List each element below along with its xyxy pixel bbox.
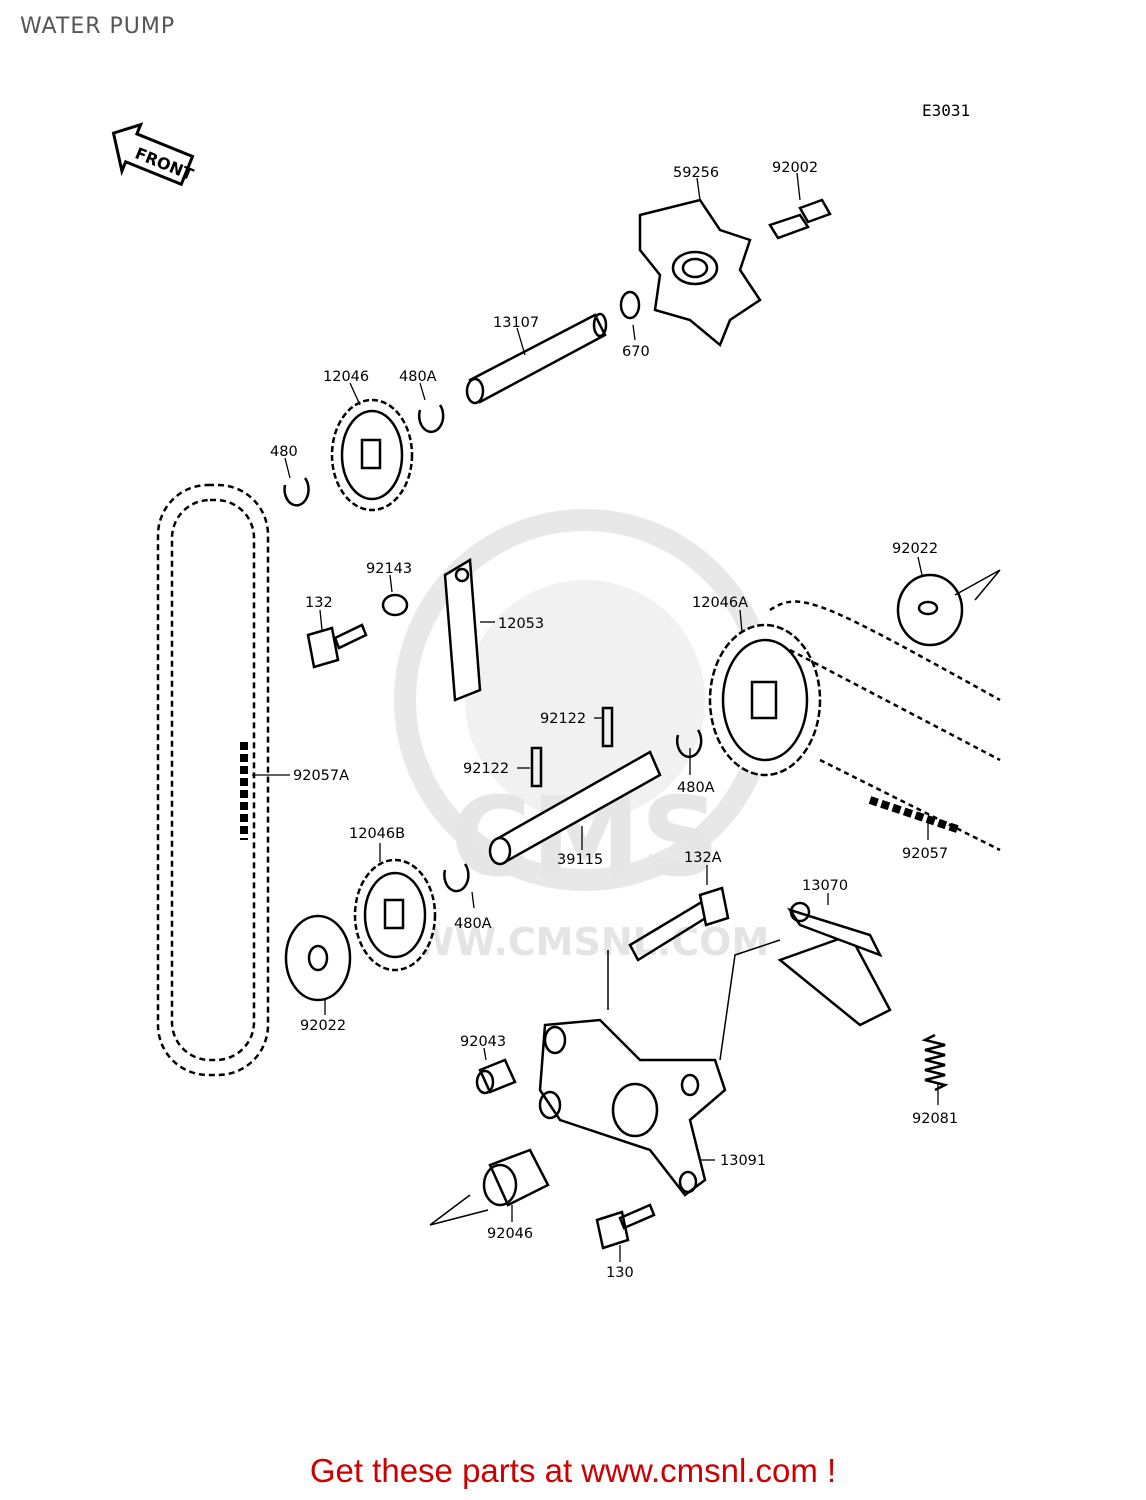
diagram-code: E3031: [922, 101, 970, 120]
part-label: 480A: [677, 780, 715, 796]
tensioner-icon: [777, 901, 892, 1027]
part-label: 59256: [673, 165, 719, 181]
circlip-icon: [675, 729, 703, 759]
part-label: 132A: [684, 850, 722, 866]
collar-icon: [475, 1058, 517, 1095]
bolt-icon: [628, 886, 730, 962]
sprocket-icon: [708, 623, 822, 777]
shaft-icon: [488, 750, 662, 866]
bolt-icon: [595, 1203, 656, 1250]
part-label: 130: [606, 1265, 634, 1281]
part-label: 13091: [720, 1153, 766, 1169]
washer-icon: [896, 573, 964, 647]
part-label: 13107: [493, 315, 539, 331]
part-label: 132: [305, 595, 333, 611]
bolt-icon: [306, 623, 368, 669]
part-label: 480A: [454, 916, 492, 932]
front-arrow-icon: FRONT: [111, 122, 196, 187]
chain-guide-icon: [443, 557, 482, 702]
part-label: 12053: [498, 616, 544, 632]
impeller-icon: [638, 198, 762, 348]
part-label: 480A: [399, 369, 437, 385]
part-label: 92122: [540, 711, 586, 727]
part-label: 670: [622, 344, 650, 360]
chain-loop-icon: [156, 483, 270, 1077]
parts-diagram: CMS WWW.CMSNL.COM E3031 FRONT: [111, 101, 1001, 1281]
shaft-icon: [465, 312, 608, 405]
chain-link-icon: [868, 796, 962, 834]
part-label: 92046: [487, 1226, 533, 1242]
tensioner-arm-icon: [538, 1018, 727, 1197]
part-label: 12046: [323, 369, 369, 385]
part-label: 39115: [557, 852, 603, 868]
footer-link[interactable]: Get these parts at www.cmsnl.com !: [309, 1452, 837, 1489]
circlip-icon: [443, 863, 470, 893]
part-label: 12046A: [692, 595, 748, 611]
circlip-icon: [283, 477, 310, 507]
bolt-icon: [768, 198, 832, 240]
part-label: 92022: [892, 541, 938, 557]
pin-icon: [530, 746, 543, 788]
part-label: 13070: [802, 878, 848, 894]
sprocket-icon: [353, 858, 437, 972]
part-label: 92043: [460, 1034, 506, 1050]
part-label: 92081: [912, 1111, 958, 1127]
page-title: WATER PUMP: [20, 14, 176, 39]
sprocket-icon: [330, 398, 414, 512]
pin-icon: [601, 706, 614, 748]
part-label: 92002: [772, 160, 818, 176]
bearing-icon: [482, 1148, 550, 1207]
washer-icon: [284, 914, 352, 1002]
chain-icon: [769, 600, 1001, 852]
part-label: 480: [270, 444, 298, 460]
spring-icon: [921, 1033, 949, 1092]
part-label: 92022: [300, 1018, 346, 1034]
o-ring-icon: [619, 290, 641, 320]
part-label: 92143: [366, 561, 412, 577]
collar-icon: [381, 593, 409, 617]
part-label: 92122: [463, 761, 509, 777]
part-label: 12046B: [349, 826, 405, 842]
part-label: 92057: [902, 846, 948, 862]
watermark-text: WWW.CMSNL.COM: [371, 920, 770, 964]
part-label: 92057A: [293, 768, 349, 784]
part-labels: 59256 92002 13107 670 12046 480A 480 921…: [270, 160, 958, 1281]
circlip-icon: [417, 404, 445, 434]
